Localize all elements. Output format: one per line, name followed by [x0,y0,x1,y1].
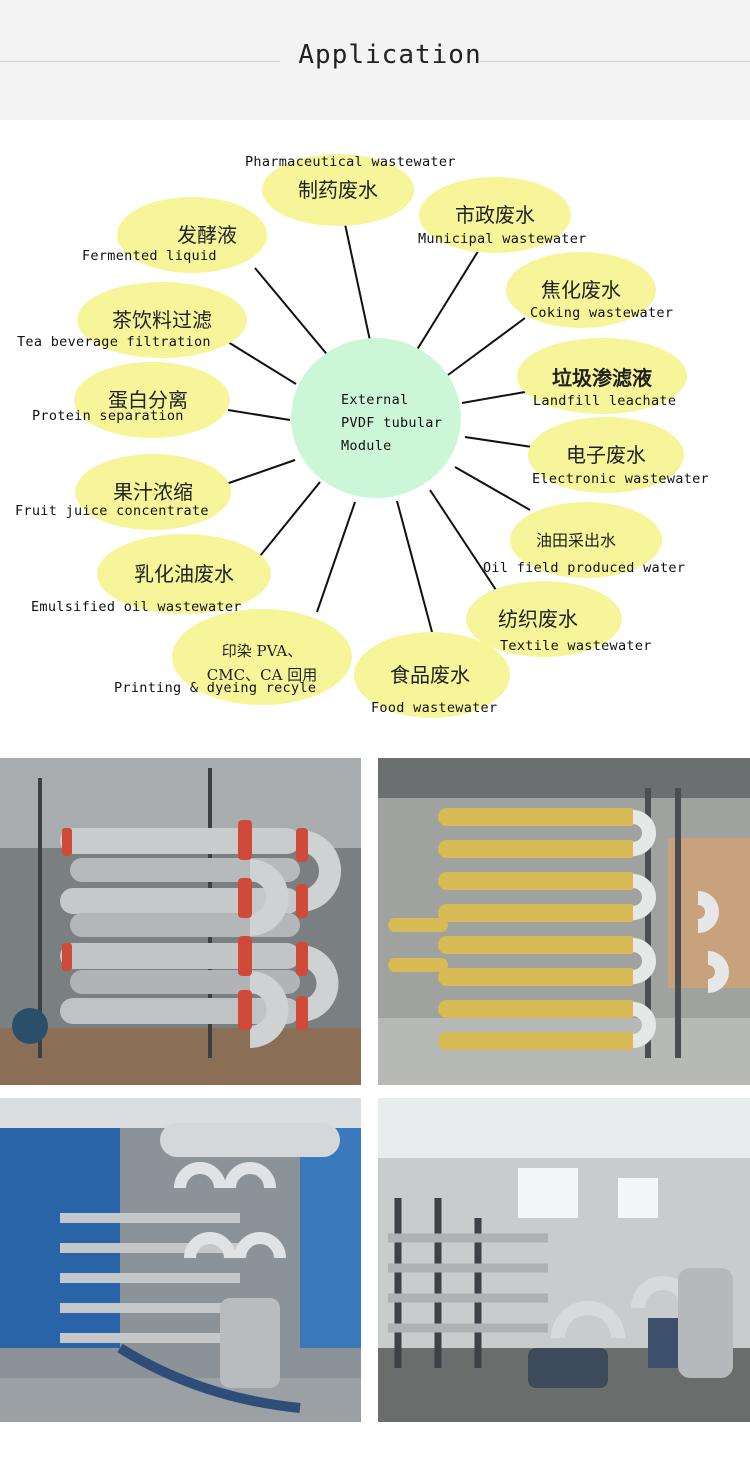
bubble-pharmaceutical [262,154,414,226]
label-cn-fermented: 发酵液 [177,223,237,247]
spokes [225,223,533,633]
label-en-landfill: Landfill leachate [533,393,676,409]
spoke-electronic [464,436,533,448]
center-module-circle [291,338,461,498]
label-cn-printing-line-2: CMC、CA 回用 [207,666,317,684]
label-en-municipal: Municipal wastewater [418,231,587,247]
center-label-line-2: PVDF tubular [341,415,442,431]
bubble-emulsified [97,534,271,614]
label-cn-emulsified: 乳化油废水 [134,562,234,586]
spoke-fermented [254,267,331,359]
application-bubbles [74,154,687,718]
spoke-municipal [414,239,486,354]
installation-photo-4 [378,1098,750,1422]
label-en-oilfield: Oil field produced water [483,560,685,576]
spoke-food [396,500,433,633]
bubble-protein [74,362,230,438]
bubble-electronic [528,417,684,493]
bubble-fruit [75,454,231,530]
application-diagram: External PVDF tubular Module 制药废水 Pharma… [0,120,750,740]
label-cn-protein: 蛋白分离 [108,388,188,412]
section-title: Application [298,40,482,70]
label-cn-oilfield: 油田采出水 [536,531,616,550]
bubble-fermented [117,197,267,273]
center-label-line-1: External [341,392,408,408]
label-en-tea: Tea beverage filtration [17,334,211,350]
label-cn-electronic: 电子废水 [566,443,646,467]
label-en-pharmaceutical: Pharmaceutical wastewater [245,154,456,170]
center-label-line-3: Module [341,438,392,454]
label-cn-fruit: 果汁浓缩 [113,480,193,504]
bubble-oilfield [510,502,662,578]
installation-photo-2 [378,758,750,1085]
spoke-fruit [225,459,296,485]
installation-photo-1 [0,758,361,1085]
label-en-electronic: Electronic wastewater [532,471,709,487]
section-header: Application [0,0,750,120]
bubble-landfill [517,338,687,414]
bubble-printing [172,609,352,705]
bubble-textile [466,581,622,657]
label-cn-coking: 焦化废水 [541,278,621,302]
photo-3-svg [0,1098,361,1422]
label-en-fruit: Fruit juice concentrate [15,503,209,519]
header-divider-right [480,61,750,62]
spoke-coking [447,317,526,376]
bubble-tea [77,282,247,358]
spoke-textile [429,489,497,591]
label-cn-pharmaceutical: 制药废水 [298,178,378,202]
application-diagram-svg: External PVDF tubular Module 制药废水 Pharma… [15,154,709,718]
label-cn-textile: 纺织废水 [498,607,578,631]
label-cn-tea: 茶饮料过滤 [112,308,212,332]
application-labels: 制药废水 Pharmaceutical wastewater 市政废水 Muni… [15,154,709,716]
header-divider-left [0,61,280,62]
photo-1-svg [0,758,361,1085]
spoke-emulsified [259,481,321,557]
label-en-textile: Textile wastewater [500,638,652,654]
label-en-emulsified: Emulsified oil wastewater [31,599,242,615]
bubble-food [354,632,510,718]
photo-4-svg [378,1098,750,1422]
spoke-tea [227,341,297,385]
label-en-fermented: Fermented liquid [82,248,217,264]
label-en-food: Food wastewater [371,700,497,716]
label-en-coking: Coking wastewater [530,305,673,321]
bubble-coking [506,252,656,328]
spoke-landfill [461,391,526,404]
spoke-oilfield [454,466,531,511]
photo-2-svg [378,758,750,1085]
label-cn-landfill: 垃圾渗滤液 [552,366,653,390]
label-en-printing: Printing & dyeing recyle [114,680,316,696]
spoke-pharmaceutical [344,223,373,351]
spoke-printing [316,501,356,613]
label-cn-printing-line-1: 印染 PVA、 [222,642,303,660]
bubble-municipal [419,177,571,253]
spoke-protein [227,409,291,421]
label-cn-food: 食品废水 [390,663,470,687]
installation-photo-3 [0,1098,361,1422]
label-en-protein: Protein separation [32,408,184,424]
label-cn-municipal: 市政废水 [455,203,535,227]
